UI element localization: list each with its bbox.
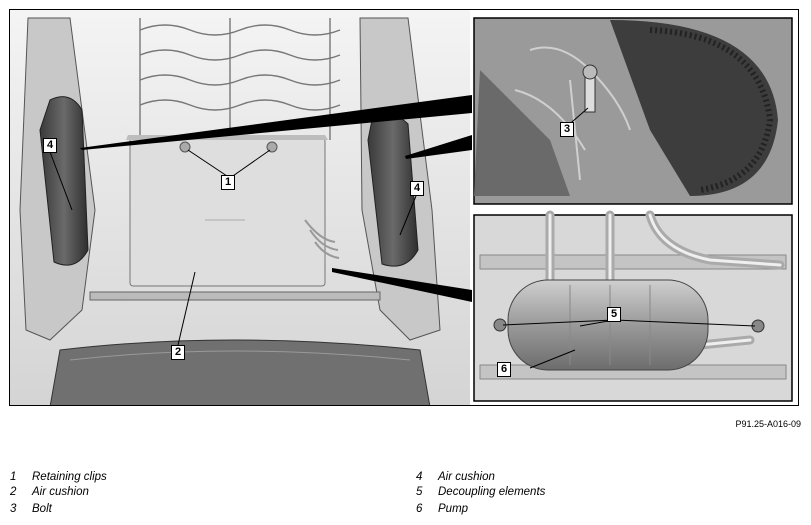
legend-number: 6 bbox=[416, 503, 423, 515]
legend-item-4: 4 Air cushion bbox=[416, 471, 495, 483]
callout-4-right: 4 bbox=[410, 181, 425, 196]
callout-4-left: 4 bbox=[43, 138, 58, 153]
legend-item-5: 5 Decoupling elements bbox=[416, 486, 545, 498]
legend-text: Air cushion bbox=[438, 471, 495, 483]
legend-number: 3 bbox=[10, 503, 17, 515]
detail-view-pump bbox=[473, 210, 793, 402]
seat-cushion bbox=[49, 339, 431, 405]
legend-item-6: 6 Pump bbox=[416, 503, 468, 515]
legend-text: Air cushion bbox=[32, 486, 89, 498]
legend-item-2: 2 Air cushion bbox=[10, 486, 89, 498]
legend-text: Decoupling elements bbox=[438, 486, 546, 498]
legend-text: Bolt bbox=[32, 503, 52, 515]
zoom-connector-top bbox=[80, 95, 472, 150]
spring-wires bbox=[139, 18, 341, 140]
figure-frame: 1 2 3 4 4 5 6 bbox=[9, 9, 799, 406]
zoom-connector-top-right bbox=[405, 135, 472, 159]
legend-number: 5 bbox=[416, 486, 423, 498]
main-view bbox=[10, 10, 472, 405]
callout-3: 3 bbox=[560, 122, 575, 137]
zoom-connector-bottom bbox=[332, 268, 472, 302]
retaining-clip-right bbox=[266, 141, 278, 153]
legend-number: 4 bbox=[416, 471, 423, 483]
callout-5: 5 bbox=[607, 307, 622, 322]
legend-text: Pump bbox=[438, 503, 469, 515]
legend-item-1: 1 Retaining clips bbox=[10, 471, 107, 483]
cross-bar bbox=[89, 291, 381, 301]
figure-id: P91.25-A016-09 bbox=[735, 419, 801, 429]
detail-view-bolt bbox=[473, 17, 793, 205]
pointer-lines bbox=[49, 149, 417, 346]
central-air-cushion bbox=[129, 137, 326, 287]
legend-number: 2 bbox=[10, 486, 17, 498]
retaining-clip-left bbox=[179, 141, 191, 153]
callout-1: 1 bbox=[221, 175, 236, 190]
callout-2: 2 bbox=[171, 345, 186, 360]
seat-illustration bbox=[10, 10, 793, 405]
legend-item-3: 3 Bolt bbox=[10, 503, 52, 515]
pump-body bbox=[507, 279, 709, 371]
callout-6: 6 bbox=[497, 362, 512, 377]
legend-number: 1 bbox=[10, 471, 17, 483]
legend-text: Retaining clips bbox=[32, 471, 107, 483]
